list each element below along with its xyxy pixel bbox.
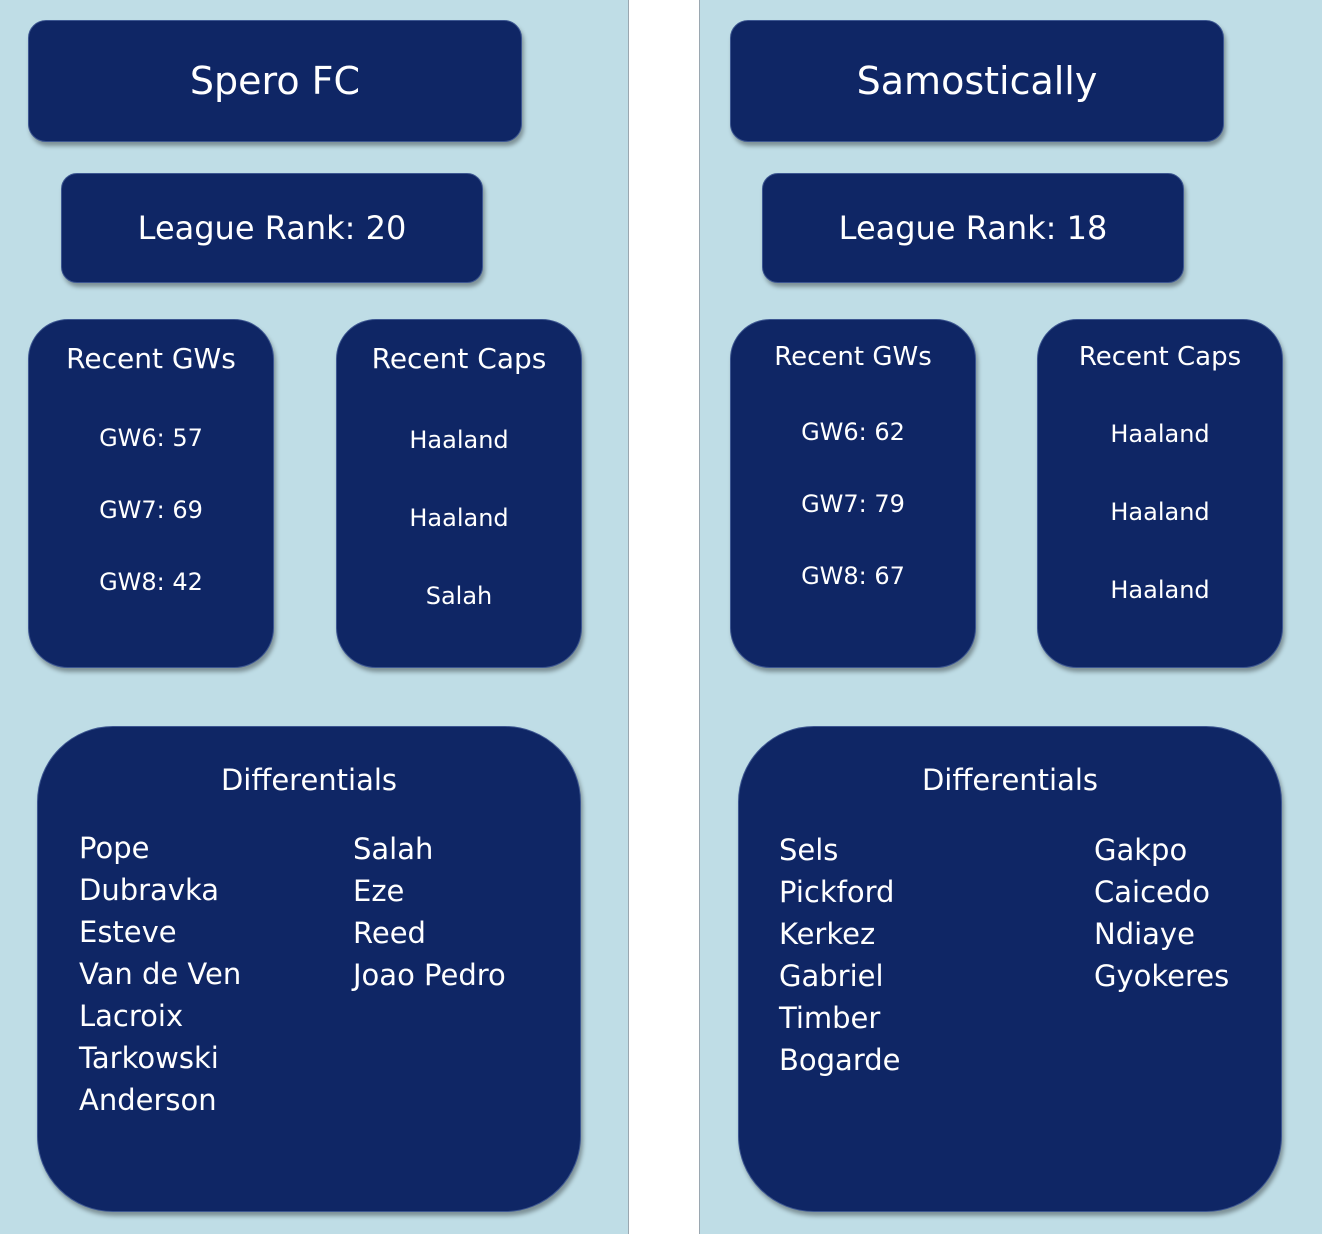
differentials-card: Differentials Sels Pickford Kerkez Gabri… [738,726,1282,1212]
recent-gws-heading: Recent GWs [66,342,236,375]
differential-player: Sels [779,833,839,867]
recent-cap-item: Haaland [409,426,509,454]
recent-caps-card: Recent Caps Haaland Haaland Salah [336,319,582,668]
differentials-heading: Differentials [220,763,398,797]
recent-gws-heading: Recent GWs [774,342,932,372]
team-name: Samostically [856,59,1098,103]
league-rank-card: League Rank: 20 [61,173,483,283]
team-name-card: Spero FC [28,20,522,142]
differential-player: Esteve [79,915,177,949]
recent-gw-item: GW7: 69 [99,496,203,524]
recent-gw-item: GW8: 67 [801,562,905,590]
team-panel-left: Spero FC League Rank: 20 Recent GWs GW6:… [0,0,629,1234]
team-name: Spero FC [189,59,361,103]
differential-player: Gabriel [779,959,884,993]
recent-cap-item: Salah [425,582,493,610]
differential-player: Ndiaye [1094,917,1195,951]
recent-cap-item: Haaland [1110,576,1210,604]
differential-player: Timber [779,1001,881,1035]
differential-player: Gyokeres [1094,959,1230,993]
differentials-column-1: Pope Dubravka Esteve Van de Ven Lacroix … [79,827,241,1121]
recent-gw-item: GW7: 79 [801,490,905,518]
differential-player: Tarkowski [79,1041,219,1075]
recent-gws-card: Recent GWs GW6: 57 GW7: 69 GW8: 42 [28,319,274,668]
recent-caps-heading: Recent Caps [371,342,547,375]
differential-player: Van de Ven [79,957,242,991]
differential-player: Dubravka [79,873,220,907]
differential-player: Kerkez [779,917,876,951]
team-panel-right: Samostically League Rank: 18 Recent GWs … [699,0,1322,1234]
differential-player: Bogarde [779,1043,901,1077]
differentials-heading: Differentials [921,763,1099,797]
recent-cap-item: Haaland [409,504,509,532]
differential-player: Joao Pedro [353,958,506,992]
differentials-column-2: Gakpo Caicedo Ndiaye Gyokeres [1094,829,1229,997]
differential-player: Caicedo [1094,875,1211,909]
recent-caps-heading: Recent Caps [1078,342,1242,372]
recent-gws-card: Recent GWs GW6: 62 GW7: 79 GW8: 67 [730,319,976,668]
recent-gw-item: GW6: 57 [99,424,203,452]
differential-player: Lacroix [79,999,184,1033]
recent-gw-item: GW6: 62 [801,418,905,446]
differential-player: Reed [353,916,426,950]
league-rank-card: League Rank: 18 [762,173,1184,283]
league-rank-label: League Rank: [838,209,1057,247]
league-rank-value: 20 [365,209,407,247]
differential-player: Salah [353,832,434,866]
differential-player: Pickford [779,875,895,909]
differential-player: Eze [353,874,405,908]
differential-player: Pope [79,831,150,865]
league-rank-label: League Rank: [137,209,356,247]
differentials-card: Differentials Pope Dubravka Esteve Van d… [37,726,581,1212]
differentials-column-1: Sels Pickford Kerkez Gabriel Timber Boga… [779,829,900,1081]
recent-cap-item: Haaland [1110,420,1210,448]
differentials-column-2: Salah Eze Reed Joao Pedro [353,828,506,996]
differential-player: Anderson [79,1083,217,1117]
recent-caps-card: Recent Caps Haaland Haaland Haaland [1037,319,1283,668]
recent-gw-item: GW8: 42 [99,568,203,596]
team-name-card: Samostically [730,20,1224,142]
recent-cap-item: Haaland [1110,498,1210,526]
differential-player: Gakpo [1094,833,1188,867]
league-rank-value: 18 [1066,209,1108,247]
